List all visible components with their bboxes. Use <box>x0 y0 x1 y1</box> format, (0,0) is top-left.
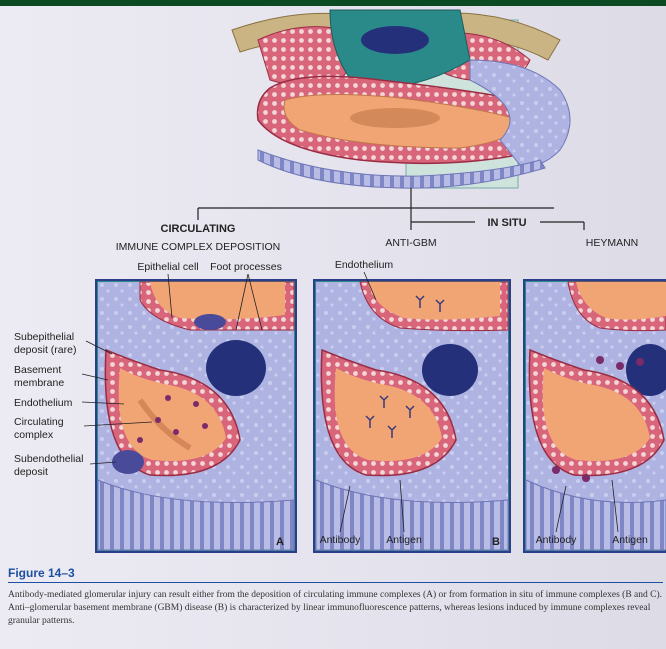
label-endothelium-top: Endothelium <box>335 259 394 271</box>
label-endothelium-left: Endothelium <box>14 397 73 409</box>
label-antibody-c: Antibody <box>536 534 578 546</box>
figure-number: Figure 14–3 <box>8 566 75 580</box>
mesangial-nucleus <box>361 26 429 54</box>
label-antibody-b: Antibody <box>320 534 362 546</box>
label-anti-gbm: ANTI-GBM <box>385 237 436 249</box>
label-antigen-b: Antigen <box>386 534 422 546</box>
figure-caption: Antibody-mediated glomerular injury can … <box>8 589 663 628</box>
panel-a-podocyte-nucleus <box>206 340 266 396</box>
overview-glomerulus <box>232 10 570 188</box>
panel-b-podocyte-nucleus <box>422 344 478 396</box>
caption-rule <box>8 582 663 583</box>
label-circulating-1: Circulating <box>14 416 64 428</box>
label-in-situ: IN SITU <box>487 217 526 229</box>
label-antigen-c: Antigen <box>612 534 648 546</box>
panel-b: B <box>314 280 510 552</box>
label-heymann: HEYMANN <box>586 237 639 249</box>
panel-c <box>524 280 666 552</box>
label-basement-2: membrane <box>14 377 64 389</box>
label-immune-complex: IMMUNE COMPLEX DEPOSITION <box>116 241 281 253</box>
label-subepithelial-1: Subepithelial <box>14 331 74 343</box>
panel-a-subepithelial-deposit <box>194 314 226 330</box>
label-subendothelial-1: Subendothelial <box>14 453 83 465</box>
label-subepithelial-2: deposit (rare) <box>14 344 76 356</box>
panel-b-letter: B <box>492 536 500 548</box>
label-subendothelial-2: deposit <box>14 466 48 478</box>
label-epithelial-cell: Epithelial cell <box>137 261 198 273</box>
panel-a-subendothelial-deposit <box>112 450 144 474</box>
endothelial-nucleus <box>350 108 440 128</box>
panel-a-letter: A <box>276 536 284 548</box>
label-circulating-2: complex <box>14 429 54 441</box>
label-circulating: CIRCULATING <box>161 223 236 235</box>
label-foot-processes: Foot processes <box>210 261 282 273</box>
label-basement-1: Basement <box>14 364 61 376</box>
panel-a: A <box>96 280 296 552</box>
